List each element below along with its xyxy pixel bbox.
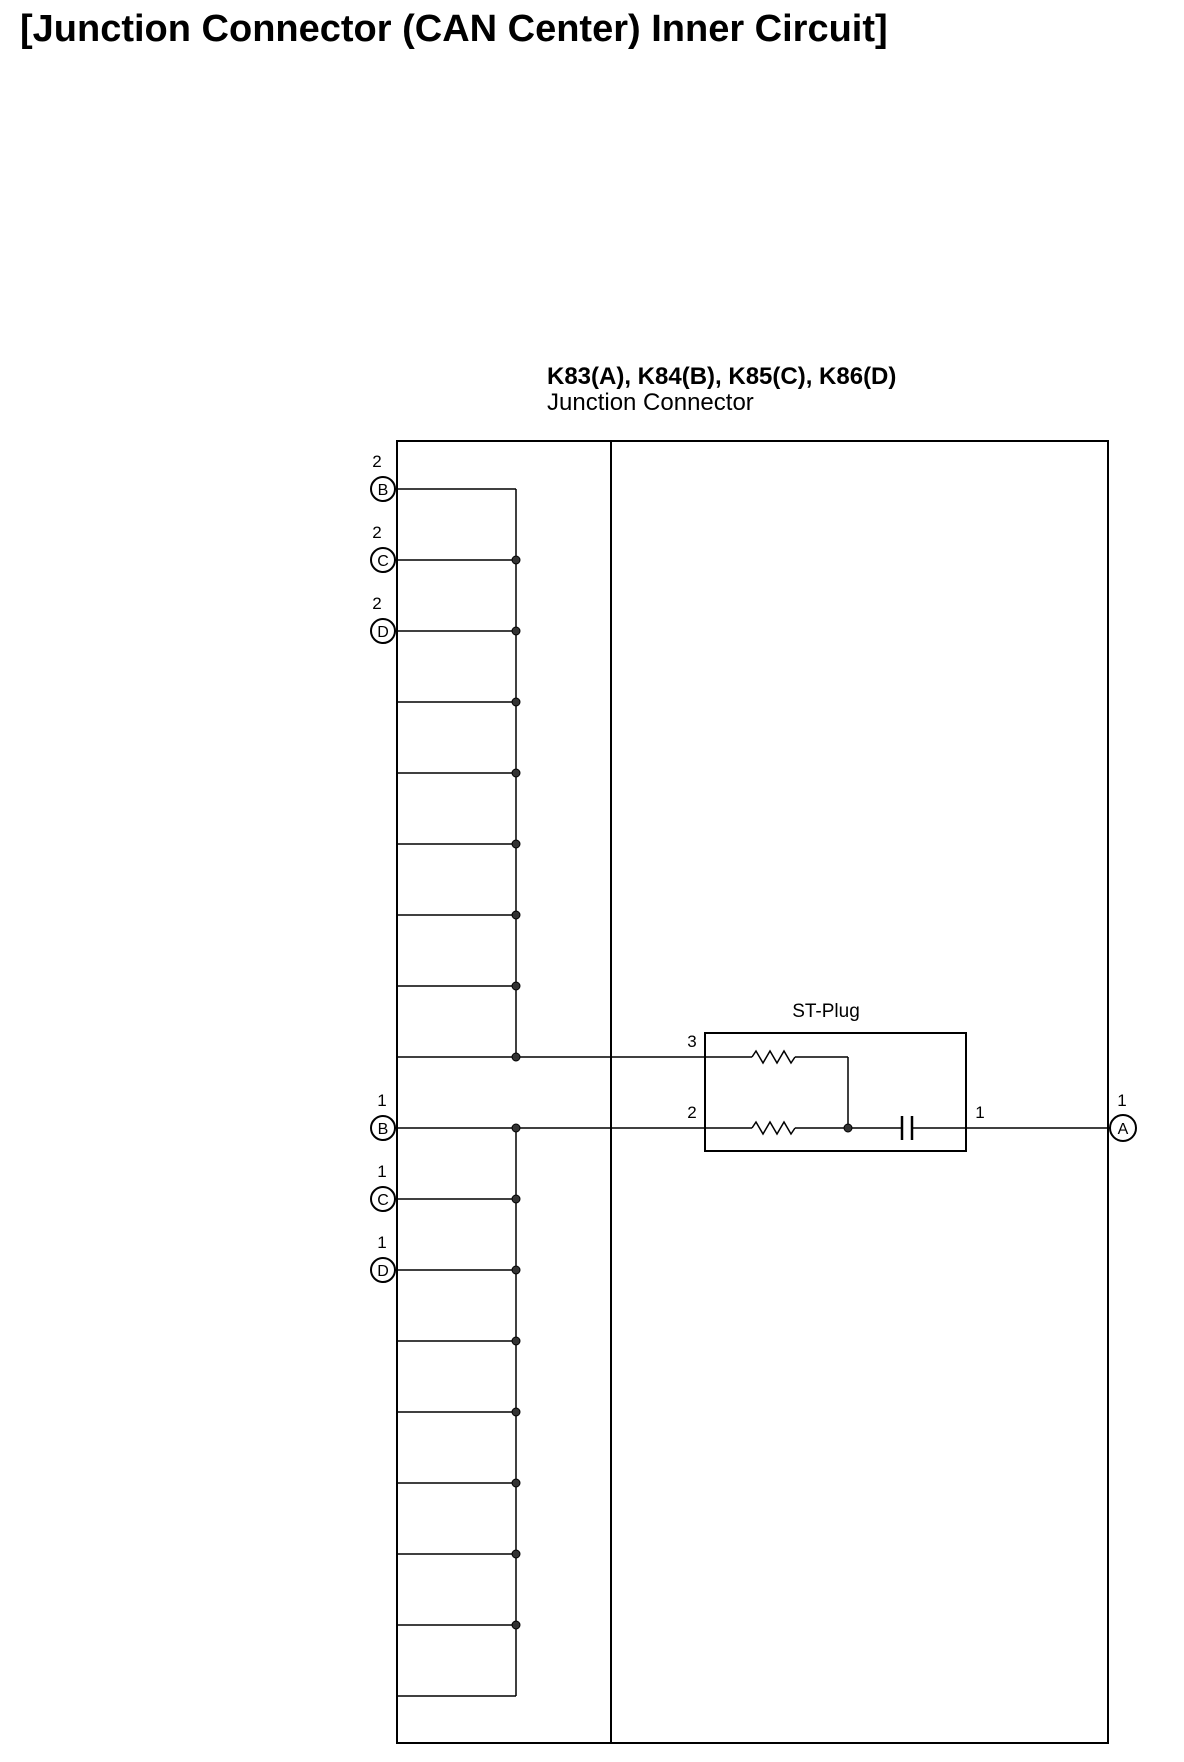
- st-plug-pin-3: 3: [687, 1032, 696, 1051]
- resistor-lower: [751, 1120, 796, 1136]
- connector-title: K83(A), K84(B), K85(C), K86(D): [547, 363, 896, 390]
- terminal-pin-number: 2: [372, 523, 381, 542]
- terminal-pin-number: 2: [372, 452, 381, 471]
- terminal-letter: A: [1118, 1121, 1129, 1138]
- lower-bus-junctions: [511, 1123, 521, 1630]
- st-plug-label: ST-Plug: [792, 1001, 860, 1022]
- st-plug-pin-2: 2: [687, 1103, 696, 1122]
- terminal-pin-number: 1: [377, 1162, 386, 1181]
- connector-body: [396, 440, 1109, 1744]
- terminal-letter: D: [377, 624, 389, 641]
- terminal-d-pin1: 1 D: [370, 1233, 396, 1283]
- terminal-letter: B: [378, 482, 389, 499]
- terminal-pin-number: 1: [377, 1091, 386, 1110]
- page-title: [Junction Connector (CAN Center) Inner C…: [20, 8, 888, 50]
- lower-bus: [382, 1127, 705, 1697]
- terminal-letter: D: [377, 1263, 389, 1280]
- st-plug-junction: [843, 1123, 853, 1133]
- upper-bus: [382, 488, 705, 1058]
- resistor-upper: [751, 1049, 796, 1065]
- st-plug-box: [704, 1032, 967, 1152]
- terminal-a-pin1: 1 A: [1109, 1091, 1137, 1142]
- terminal-pin-number: 2: [372, 594, 381, 613]
- connector-subtitle: Junction Connector: [547, 389, 754, 416]
- st-plug-pin-1: 1: [975, 1103, 984, 1122]
- terminal-c-pin2: 2 C: [370, 523, 396, 573]
- terminal-b-pin2: 2 B: [370, 452, 396, 502]
- terminal-letter: C: [377, 553, 389, 570]
- terminal-d-pin2: 2 D: [370, 594, 396, 644]
- terminal-letter: C: [377, 1192, 389, 1209]
- upper-bus-junctions: [511, 555, 521, 1062]
- terminal-c-pin1: 1 C: [370, 1162, 396, 1212]
- terminal-letter: B: [378, 1121, 389, 1138]
- terminal-b-pin1: 1 B: [370, 1091, 396, 1141]
- terminal-pin-number: 1: [1117, 1091, 1126, 1110]
- st-plug-circuit: [705, 1049, 1110, 1140]
- terminal-pin-number: 1: [377, 1233, 386, 1252]
